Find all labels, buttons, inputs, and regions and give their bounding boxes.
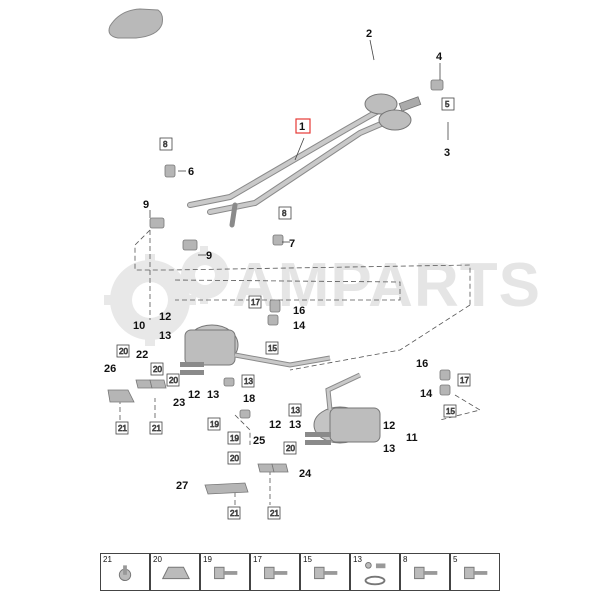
legend-cell-17: 17 xyxy=(250,553,300,591)
flange-bolt-icon xyxy=(264,566,288,580)
callout-2: 2 xyxy=(366,28,372,40)
box-19a: 19 xyxy=(210,420,219,429)
right-rear-silencer xyxy=(305,372,381,445)
watermark-logo xyxy=(104,246,229,346)
callout-11: 11 xyxy=(406,432,418,444)
callout-10: 10 xyxy=(133,320,145,332)
callout-labels: 1 2 3 4 6 7 9 9 12 10 13 16 14 22 26 23 … xyxy=(104,28,450,492)
bolt-icon xyxy=(118,565,132,581)
callout-26: 26 xyxy=(104,363,116,375)
box-5: 5 xyxy=(445,100,450,109)
callout-23: 23 xyxy=(173,397,185,409)
box-21a: 21 xyxy=(118,424,127,433)
callout-24: 24 xyxy=(299,468,312,480)
callout-18: 18 xyxy=(243,393,255,405)
boxed-refs: 8 8 5 17 15 20 20 20 13 19 21 21 19 13 2… xyxy=(115,97,471,520)
box-17b: 17 xyxy=(460,376,469,385)
twin-pipe-part-1 xyxy=(187,107,398,228)
legend-cell-15: 15 xyxy=(300,553,350,591)
legend-cell-13: 13 xyxy=(350,553,400,591)
catalytic-converters xyxy=(364,93,422,131)
callout-12b: 12 xyxy=(188,389,200,401)
callout-14a: 14 xyxy=(293,320,306,332)
legend-cell-21: 21 xyxy=(100,553,150,591)
box-8a: 8 xyxy=(163,140,168,149)
screw-icon xyxy=(314,566,338,580)
callout-9a: 9 xyxy=(143,199,149,211)
callout-9b: 9 xyxy=(206,250,212,262)
legend-cell-19: 19 xyxy=(200,553,250,591)
callout-leaders xyxy=(149,39,449,256)
callout-12a: 12 xyxy=(159,311,171,323)
box-19b: 19 xyxy=(230,434,239,443)
callout-4: 4 xyxy=(436,51,443,63)
box-21c: 21 xyxy=(230,509,239,518)
box-20c: 20 xyxy=(169,376,178,385)
callout-27: 27 xyxy=(176,480,188,492)
box-20e: 20 xyxy=(230,454,239,463)
box-15a: 15 xyxy=(268,344,277,353)
box-20d: 20 xyxy=(286,444,295,453)
box-13f: 13 xyxy=(291,406,300,415)
callout-22: 22 xyxy=(136,349,148,361)
callout-16b: 16 xyxy=(416,358,428,370)
legend-cell-5: 5 xyxy=(450,553,500,591)
box-21b: 21 xyxy=(152,424,161,433)
box-21d: 21 xyxy=(270,509,279,518)
left-rear-silencer xyxy=(180,324,331,375)
callout-12c: 12 xyxy=(269,419,281,431)
watermark-text: AMPARTS xyxy=(232,251,541,320)
small-parts xyxy=(107,79,451,495)
box-17a: 17 xyxy=(251,298,260,307)
callout-13b: 13 xyxy=(207,389,219,401)
callout-12d: 12 xyxy=(383,420,395,432)
callout-13a: 13 xyxy=(159,330,171,342)
callout-14b: 14 xyxy=(420,388,433,400)
car-silhouette-icon xyxy=(108,8,163,39)
callout-1: 1 xyxy=(299,121,305,133)
box-13e: 13 xyxy=(244,377,253,386)
hex-bolt-icon xyxy=(214,566,238,580)
box-20b: 20 xyxy=(153,365,162,374)
callout-25: 25 xyxy=(253,435,265,447)
nut-bolt-icon xyxy=(414,566,438,580)
selected-part-highlight xyxy=(295,118,311,134)
callout-16a: 16 xyxy=(293,305,305,317)
callout-13c: 13 xyxy=(289,419,301,431)
box-15b: 15 xyxy=(446,407,455,416)
stud-bolt-icon xyxy=(464,566,488,580)
callout-7: 7 xyxy=(289,238,295,250)
box-20a: 20 xyxy=(119,347,128,356)
clamp-kit-icon xyxy=(364,562,386,586)
box-8b: 8 xyxy=(282,209,287,218)
callout-6: 6 xyxy=(188,166,194,178)
legend-cell-8: 8 xyxy=(400,553,450,591)
callout-3: 3 xyxy=(444,147,450,159)
callout-13d: 13 xyxy=(383,443,395,455)
legend-cell-20: 20 xyxy=(150,553,200,591)
clip-nut-icon xyxy=(161,566,190,580)
